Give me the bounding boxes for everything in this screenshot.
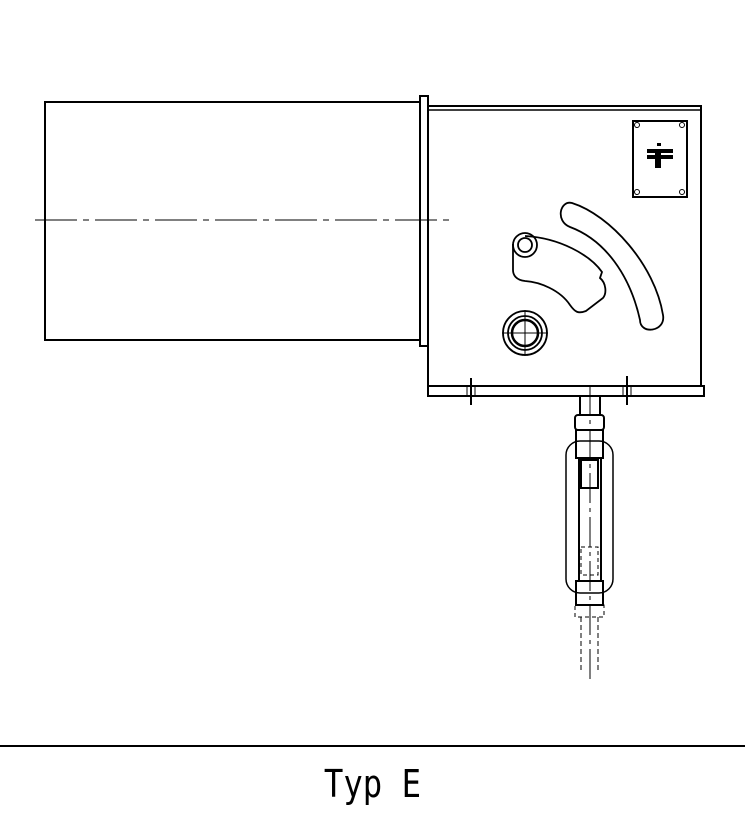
gear-box bbox=[427, 105, 702, 387]
cam-lever bbox=[512, 232, 607, 314]
logo-icon bbox=[647, 143, 673, 168]
bolt-fitting bbox=[502, 310, 548, 356]
flange bbox=[419, 95, 429, 347]
curved-slot bbox=[559, 202, 664, 331]
base-plate bbox=[427, 376, 705, 405]
cylinder-housing bbox=[44, 101, 421, 341]
drawing-caption: Typ E bbox=[323, 762, 422, 806]
turnbuckle bbox=[565, 385, 614, 682]
nameplate bbox=[632, 120, 688, 198]
